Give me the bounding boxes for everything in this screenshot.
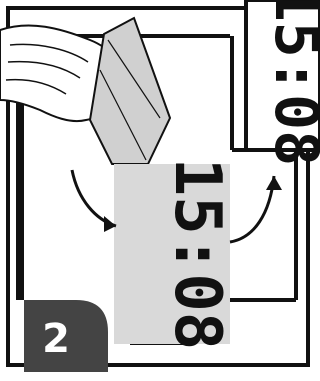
display-panel-small: 15:08	[114, 158, 234, 351]
step-number-badge: 2	[24, 300, 108, 372]
display-panel-large: 15:08	[246, 0, 320, 166]
arrow-to-large-display	[230, 176, 282, 242]
arrow-to-small-display	[72, 170, 116, 232]
step-number: 2	[42, 316, 70, 362]
display-readout-large: 15:08	[261, 0, 320, 166]
hand-wiping-cloth	[0, 18, 170, 164]
display-readout-small: 15:08	[160, 158, 234, 351]
